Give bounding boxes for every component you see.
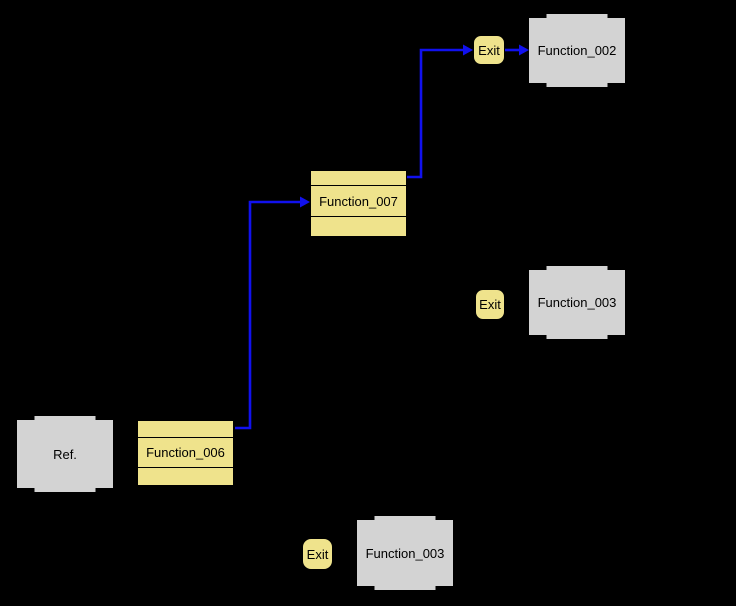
node-label: Function_003 (537, 295, 617, 310)
arrowhead-into-exit-top-icon (463, 44, 473, 56)
node-function-006[interactable]: Function_006 (137, 420, 234, 486)
exit-port-top[interactable]: Exit (473, 35, 505, 65)
node-function-003-mid[interactable]: Function_003 (529, 266, 625, 339)
node-body-shape (529, 270, 625, 335)
node-label: Function_007 (319, 193, 398, 209)
edge-function007-to-exit-top[interactable] (407, 48, 463, 179)
node-label: Function_006 (146, 445, 225, 460)
arrowhead-into-function007-icon (300, 196, 310, 208)
node-label: Function_003 (365, 545, 445, 561)
node-entry-strip (138, 421, 233, 438)
edge-function006-to-function007[interactable] (235, 200, 300, 430)
node-ref[interactable]: Ref. (17, 416, 113, 492)
node-entry-strip (311, 171, 406, 186)
exit-port-mid[interactable]: Exit (475, 289, 505, 320)
node-exit-strip (138, 467, 233, 485)
node-function-007[interactable]: Function_007 (310, 170, 407, 237)
node-label: Function_002 (537, 43, 617, 58)
node-body-shape (357, 520, 453, 586)
node-function-002[interactable]: Function_002 (529, 14, 625, 87)
node-body-shape (17, 420, 113, 488)
node-exit-strip (311, 216, 406, 236)
exit-port-bottom[interactable]: Exit (302, 538, 333, 570)
node-function-003-bottom[interactable]: Function_003 (357, 516, 453, 590)
node-label: Ref. (53, 446, 77, 462)
arrowhead-into-function002-icon (519, 44, 529, 56)
node-body-shape (529, 18, 625, 83)
